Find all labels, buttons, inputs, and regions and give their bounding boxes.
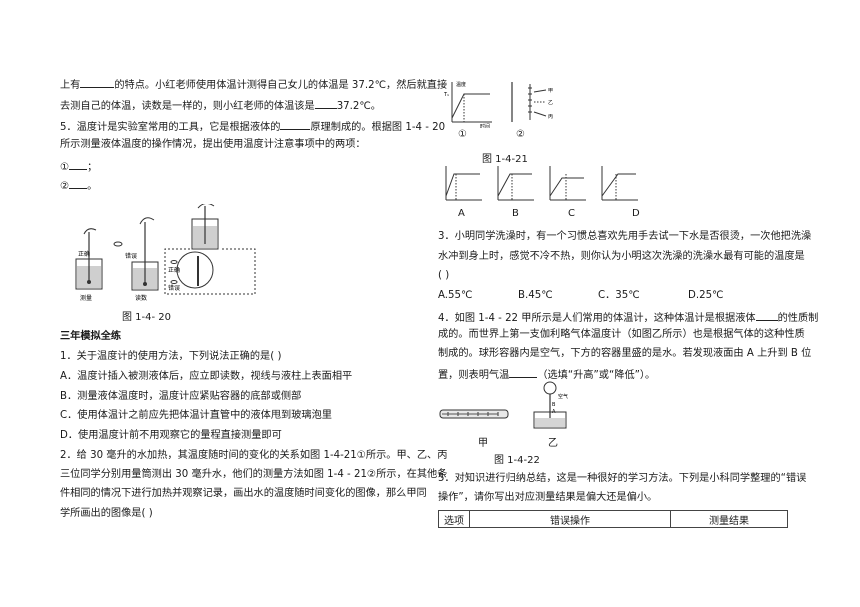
option-label-d: D [632,208,640,219]
question-5-line1: 5．温度计是实验室常用的工具，它是根据液体的原理制成的。根据图 1-4 - 20 [60,118,445,135]
question-5-item1: ①； [60,158,97,175]
svg-text:乙: 乙 [548,99,553,106]
question-3-line2: 水冲到身上时，感觉不冷不热，则你认为小明这次洗澡的洗澡水最有可能的温度是 [438,251,805,262]
figure-1-4-22: 空气 B A [439,381,568,429]
svg-text:空气: 空气 [558,393,568,400]
question-3-line3: ( ) [438,270,450,281]
q3-option-c: C．35℃ [598,290,640,301]
wrong-operation-table: 选项 错误操作 测量结果 [438,510,788,528]
figure-1-4-21-top: 温度 T₁ 时间 甲 乙 丙 [443,81,553,128]
svg-text:A: A [552,409,556,415]
q4-continuation-line1: 上有的特点。小红老师使用体温计测得自己女儿的体温是 37.2℃，然后就直接 [60,76,447,93]
table-header-operation: 错误操作 [469,510,671,528]
figure-1-4-20: 正确 测量 错误 读数 正确 错误 [75,204,256,302]
answer-blank[interactable] [314,97,337,109]
question-5-item2: ②。 [60,177,97,194]
answer-blank[interactable] [755,309,778,321]
clinical-thermometer [439,409,509,419]
question-5-line2: 所示测量液体温度的操作情况，提出使用温度计注意事项中的两项： [60,139,366,150]
table-header-result: 测量结果 [670,510,788,528]
question-1-option-d: D．使用温度计前不用观察它的量程直接测量即可 [60,430,282,441]
table-header-row: 选项 错误操作 测量结果 [438,510,788,528]
option-label-c: C [568,208,575,219]
figure-22-label-yi: 乙 [548,438,558,449]
svg-text:时间: 时间 [480,123,490,128]
table-header-option: 选项 [438,510,470,528]
option-label-a: A [458,208,465,219]
question-4-line3: 制成的。球形容器内是空气，下方的容器里盛的是水。若发现液面由 A 上升到 B 位 [438,348,812,359]
graph-1: 温度 T₁ 时间 [443,81,492,128]
label-correct-2: 正确 [168,266,180,274]
question-1-stem: 1．关于温度计的使用方法，下列说法正确的是( ) [60,351,282,362]
figure-22-label-jia: 甲 [478,438,488,449]
question-3-options: A.55℃ B.45℃ C．35℃ D.25℃ [438,289,724,303]
question-1-option-a: A．温度计插入被测液体后，应立即读数，视线与液柱上表面相平 [60,371,353,382]
answer-blank[interactable] [280,118,311,130]
label-wrong-1: 错误 [125,252,137,260]
svg-text:温度: 温度 [456,81,466,88]
label-correct-1: 正确 [78,250,90,258]
svg-text:甲: 甲 [548,88,553,94]
svg-text:B: B [552,402,556,408]
answer-blank[interactable] [69,158,88,170]
question-2-line4: 学所画出的图像是( ) [60,508,153,519]
question-1-option-c: C．使用体温计之前应先把体温计直管中的液体甩到玻璃泡里 [60,410,332,421]
option-graph-b [497,166,534,201]
label-measure: 测量 [80,294,92,302]
svg-text:丙: 丙 [548,114,553,120]
answer-blank[interactable] [69,177,88,189]
svg-text:T₁: T₁ [443,92,449,98]
q3-option-a: A.55℃ [438,290,473,301]
figure-caption-1-4-20: 图 1-4- 20 [122,312,172,323]
question-1-option-b: B．测量液体温度时，温度计应紧贴容器的底部或侧部 [60,391,302,402]
label-reading: 读数 [135,294,147,302]
option-graph-d [601,166,638,201]
question-5-line2: 操作”，请你写出对应测量结果是偏大还是偏小。 [438,492,658,503]
option-graph-c [549,166,586,201]
beaker-measure [75,228,103,290]
question-3-line1: 3．小明同学洗澡时，有一个习惯总喜欢先用手去试一下水是否很烫，一次他把洗澡 [438,231,812,242]
option-graph-a [445,166,482,201]
beaker-zoom [164,204,256,295]
q3-option-d: D.25℃ [688,290,724,301]
question-2-line1: 2．给 30 毫升的水加热，其温度随时间的变化的关系如图 1-4-21①所示。甲… [60,450,448,461]
answer-blank[interactable] [80,76,115,88]
question-2-line3: 件相同的情况下进行加热并观察记录，画出水的温度随时间变化的图像，那么甲同 [60,488,427,499]
beaker-reading [113,217,159,291]
option-label-b: B [512,208,519,219]
question-5-line1: 5．对知识进行归纳总结，这是一种很好的学习方法。下列是小科同学整理的“错误 [438,473,807,484]
label-circle-2: ② [516,129,525,140]
option-graphs [445,166,638,201]
label-circle-1: ① [458,129,467,140]
galileo-thermometer: 空气 B A [533,381,568,429]
figure-caption-1-4-22: 图 1-4-22 [494,455,540,466]
section-title: 三年模拟全练 [60,331,122,342]
figure-caption-1-4-21: 图 1-4-21 [482,154,528,165]
q3-option-b: B.45℃ [518,290,553,301]
question-4-line1: 4．如图 1-4 - 22 甲所示是人们常用的体温计，这种体温计是根据液体的性质… [438,309,818,326]
label-wrong-2: 错误 [168,284,180,292]
question-4-line4: 置，则表明气温（选填“升高”或“降低”）。 [438,366,655,383]
answer-blank[interactable] [509,366,538,378]
question-4-line2: 成的。而世界上第一支伽利略气体温度计（如图乙所示）也是根据气体的这种性质 [438,329,805,340]
graph-2-cylinders: 甲 乙 丙 [511,82,553,122]
question-2-line2: 三位同学分别用量筒测出 30 毫升水，他们的测量方法如图 1-4 - 21②所示… [60,469,448,480]
